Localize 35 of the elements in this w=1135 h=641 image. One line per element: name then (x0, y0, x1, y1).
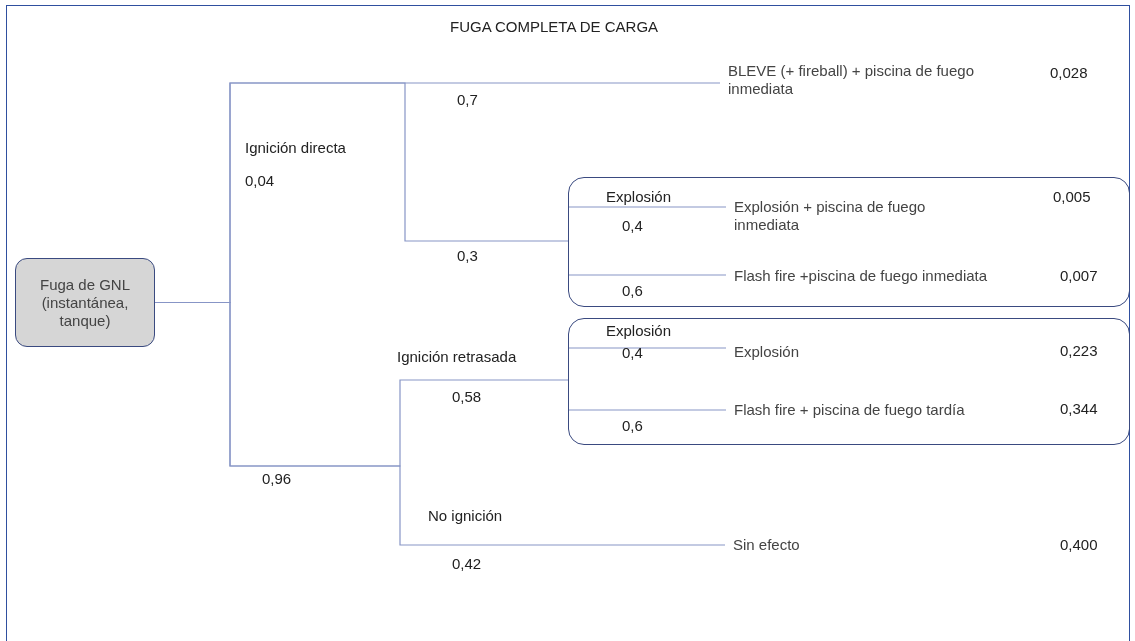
outcome-label: BLEVE (+ fireball) + piscina de fuego inmediata (728, 62, 1018, 98)
branch-group-frame (568, 318, 1130, 445)
edge-label: 0,7 (457, 91, 478, 109)
probability-value: 0,96 (262, 470, 292, 488)
probability-value: 0,028 (1050, 64, 1088, 82)
edge-label: 0,3 (457, 247, 478, 265)
outcome-label: Explosión (734, 343, 800, 361)
edge-label: 0,4 (622, 344, 643, 362)
probability-value: 0,223 (1060, 342, 1098, 360)
edge-label: 0,58 (452, 388, 482, 406)
edge-label: 0,42 (452, 555, 482, 573)
probability-value: 0,400 (1060, 536, 1098, 554)
probability-value: 0,005 (1053, 188, 1091, 206)
probability-value: 0,007 (1060, 267, 1098, 285)
probability-value: 0,344 (1060, 400, 1098, 418)
edge-label: 0,4 (622, 217, 643, 235)
outcome-label: Sin efecto (733, 536, 800, 554)
branch-line (567, 347, 727, 349)
initiating-event-box: Fuga de GNL (instantánea, tanque) (15, 258, 155, 347)
branch-heading: Explosión (606, 188, 672, 206)
branch-name: Ignición retrasada (397, 348, 517, 366)
branch-line (567, 274, 727, 276)
branch-name: Ignición directa (245, 139, 346, 157)
outcome-label: Flash fire + piscina de fuego tardía (734, 401, 965, 419)
branch-line (567, 409, 727, 411)
branch-heading: Explosión (606, 322, 672, 340)
diagram-title: FUGA COMPLETA DE CARGA (450, 18, 659, 36)
branch-name: No ignición (428, 507, 503, 525)
outcome-label: Explosión + piscina de fuego inmediata (734, 198, 964, 234)
branch-line (567, 206, 727, 208)
branch-group-frame (568, 177, 1130, 307)
probability-value: 0,04 (245, 172, 275, 190)
edge-label: 0,6 (622, 417, 643, 435)
edge-label: 0,6 (622, 282, 643, 300)
outcome-label: Flash fire +piscina de fuego inmediata (734, 267, 988, 285)
